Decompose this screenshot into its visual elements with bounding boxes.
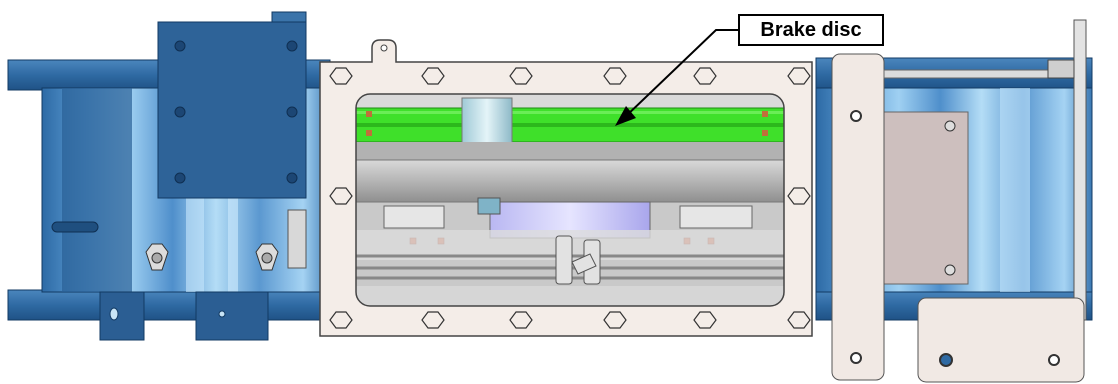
brake-disc-label: Brake disc [738, 14, 884, 46]
right-vertical-plate [831, 53, 885, 381]
slot [51, 221, 99, 233]
plate-bolts [174, 40, 298, 184]
right-cover-plate [883, 111, 969, 285]
top-rod [883, 69, 1075, 79]
callout-arrow [615, 29, 740, 126]
brake-disc [356, 107, 784, 143]
hex-nut-right [255, 243, 279, 271]
frame-bolts [329, 67, 811, 329]
fittings [555, 235, 601, 285]
right-housing [815, 19, 1093, 383]
left-bottom-flange [7, 289, 331, 321]
hex-nut-left [145, 243, 169, 271]
bottom-box [917, 297, 1085, 383]
bottom-block-left [99, 291, 145, 341]
side-bracket [287, 209, 307, 269]
left-housing [7, 11, 333, 341]
far-right-bracket [1073, 19, 1087, 321]
bottom-block-right [195, 291, 269, 341]
window-interior [355, 93, 785, 307]
